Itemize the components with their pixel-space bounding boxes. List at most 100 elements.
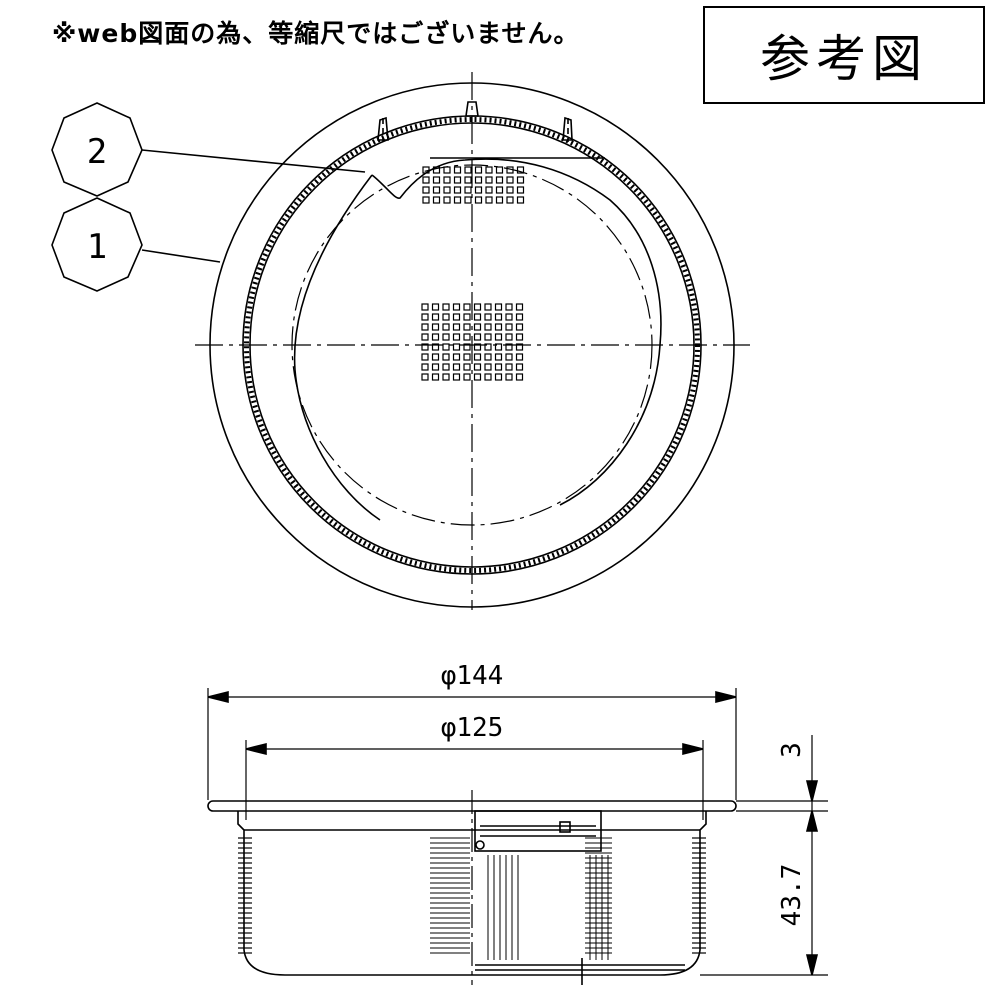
mesh-hole: [421, 353, 429, 361]
mesh-hole: [431, 323, 440, 331]
mesh-hole: [473, 363, 482, 371]
hidden-inner-circle: [291, 164, 653, 526]
mesh-hole: [484, 323, 492, 331]
mesh-hole: [453, 186, 462, 194]
mesh-hole: [463, 343, 471, 351]
mesh-hole: [495, 176, 504, 184]
mesh-hole: [453, 196, 462, 204]
mesh-hole: [516, 176, 525, 184]
handle-outline: [371, 158, 662, 506]
mesh-hole: [432, 186, 441, 194]
mesh-hole: [463, 303, 471, 311]
mesh-hole: [464, 176, 472, 184]
mesh-hole: [495, 196, 504, 204]
dim-144-arrow-right: [715, 690, 737, 704]
mesh-hole: [505, 303, 513, 311]
mesh-hole: [452, 343, 461, 351]
handle-outline-left: [293, 174, 381, 521]
top-view: 2 1: [51, 72, 750, 610]
mesh-hole: [452, 373, 461, 381]
mesh-hole: [473, 373, 482, 381]
mesh-hole: [515, 333, 524, 341]
mesh-hole: [515, 323, 524, 331]
mesh-hole: [494, 313, 503, 321]
side-mesh-left: [430, 837, 519, 960]
mesh-hole: [505, 353, 513, 361]
dim-125-arrow-left: [245, 742, 267, 756]
mesh-hole: [421, 343, 429, 351]
mesh-hole: [494, 323, 503, 331]
hook-bracket: [474, 810, 602, 852]
dim-outer-diameter: φ144: [441, 661, 504, 691]
mesh-hole: [463, 313, 471, 321]
mesh-hole: [421, 323, 429, 331]
dim-144-arrow-left: [207, 690, 229, 704]
mesh-hole: [463, 333, 471, 341]
hook-top: [465, 101, 479, 117]
mesh-hole: [422, 166, 430, 174]
mesh-hole: [494, 333, 503, 341]
mesh-hole: [422, 176, 430, 184]
mesh-hole: [432, 166, 441, 174]
outer-rim-circle: [209, 82, 735, 608]
mesh-hole: [473, 303, 482, 311]
mesh-hole: [452, 363, 461, 371]
mesh-hole: [464, 196, 472, 204]
mesh-hole: [421, 333, 429, 341]
mesh-hole: [443, 186, 451, 194]
mesh-hole: [473, 313, 482, 321]
mesh-hole: [515, 363, 524, 371]
mesh-hole: [442, 343, 450, 351]
mesh-hole: [473, 343, 482, 351]
mesh-hole: [431, 303, 440, 311]
mesh-hole: [431, 373, 440, 381]
mesh-hole: [484, 313, 492, 321]
side-mesh-right: [585, 837, 612, 960]
mesh-hole: [452, 303, 461, 311]
mesh-hole: [494, 373, 503, 381]
hook-hole: [475, 840, 485, 850]
mesh-hole: [442, 333, 450, 341]
dim-inner-diameter: φ125: [441, 713, 504, 743]
mesh-hole: [464, 166, 472, 174]
mesh-hole: [474, 186, 483, 194]
mesh-hole: [494, 343, 503, 351]
mesh-hole: [474, 176, 483, 184]
mesh-hole: [442, 373, 450, 381]
callout-2-number: 2: [87, 132, 107, 172]
mesh-hole: [453, 166, 462, 174]
dim-43-arrow-top: [805, 810, 819, 832]
mesh-hole: [506, 166, 514, 174]
mesh-hole: [431, 313, 440, 321]
mesh-hole: [505, 363, 513, 371]
mesh-hole: [484, 333, 492, 341]
mesh-hole: [484, 363, 492, 371]
mesh-hole: [421, 303, 429, 311]
mesh-hole: [495, 186, 504, 194]
mesh-hole: [515, 343, 524, 351]
mesh-hole: [484, 303, 492, 311]
callout-1: 1: [51, 197, 221, 292]
mesh-hole: [484, 343, 492, 351]
mesh-hole: [484, 373, 492, 381]
mesh-hole: [421, 313, 429, 321]
mesh-hole: [473, 353, 482, 361]
mesh-hole: [443, 176, 451, 184]
dim-3-arrow: [805, 780, 819, 802]
side-view: φ144 φ125 3: [207, 661, 828, 985]
mesh-hole: [516, 186, 525, 194]
mesh-hole: [463, 363, 471, 371]
mesh-hole: [452, 333, 461, 341]
mesh-hole: [515, 313, 524, 321]
mesh-hole: [431, 333, 440, 341]
mesh-hole: [431, 353, 440, 361]
mesh-hole: [442, 313, 450, 321]
dim-flange-height: 3: [777, 742, 807, 758]
center-mesh-grid: [421, 303, 524, 381]
mesh-hole: [432, 176, 441, 184]
hook-left: [377, 116, 389, 142]
hook-pin: [559, 821, 571, 833]
mesh-hole: [443, 196, 451, 204]
mesh-hole: [505, 323, 513, 331]
mesh-hole: [422, 196, 430, 204]
